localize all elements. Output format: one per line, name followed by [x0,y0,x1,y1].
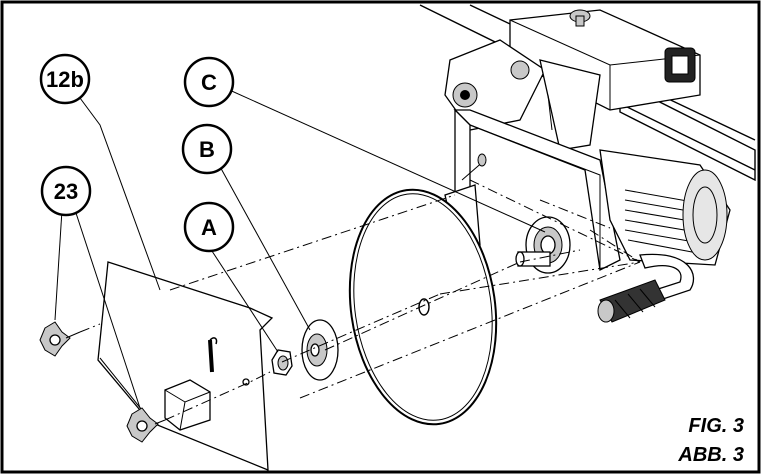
figure-caption-line1: FIG. 3 [688,415,744,437]
top-knob-icon [569,9,591,27]
washer-icon [301,319,339,381]
spindle-hub-icon [515,216,571,274]
handle-icon [597,253,695,323]
figure-caption-line2: ABB. 3 [677,444,744,466]
knob-icon [126,407,166,443]
callout-12b-label: 12b [46,67,84,92]
motor-icon [599,149,731,266]
callout-23: 23 [40,165,92,217]
callout-A: A [183,201,235,253]
callout-C-label: C [201,70,217,95]
machine-assembly [419,4,756,323]
nut-icon [271,349,293,376]
assembly-axis-lines [79,179,641,421]
switch-icon [664,47,696,83]
callout-23-label: 23 [54,179,78,204]
callout-B: B [181,123,233,175]
callout-A-label: A [201,215,217,240]
callout-B-label: B [199,137,215,162]
cover-plate-icon [97,261,274,471]
knob-icon [39,321,81,357]
blade-disc-icon [348,188,498,426]
leader-lines [54,87,546,409]
callout-12b: 12b [39,53,91,105]
callout-C: C [183,56,235,108]
